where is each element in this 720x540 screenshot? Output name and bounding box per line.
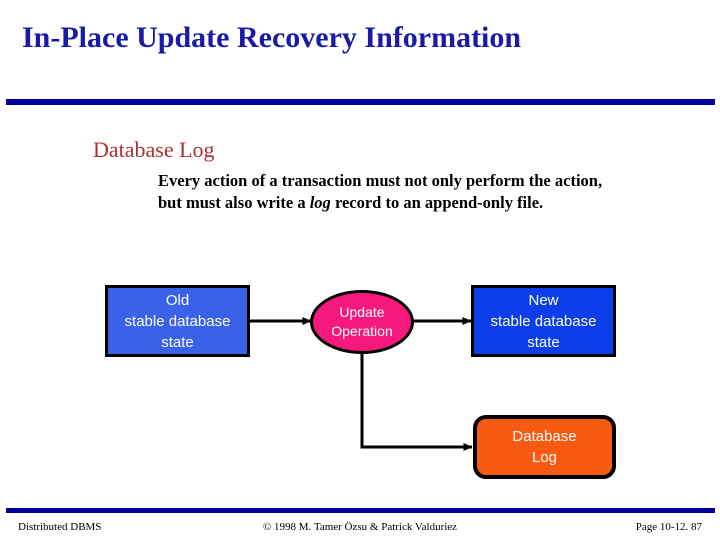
body-text-part-2: record to an append-only file.	[330, 193, 544, 212]
footer-page-number: Page 10-12. 87	[635, 521, 702, 533]
connector-update-to-log	[360, 353, 473, 451]
node-new-stable-database-state[interactable]: New stable database state	[471, 285, 616, 357]
node-old-state-label: Old stable database state	[124, 291, 231, 351]
footer-copyright: © 1998 M. Tamer Özsu & Patrick Valduriez	[262, 521, 458, 533]
node-old-stable-database-state[interactable]: Old stable database state	[105, 285, 250, 357]
node-database-log[interactable]: Database Log	[473, 415, 616, 479]
title-divider	[6, 99, 715, 105]
body-text-part-1: Every action of a transaction must not o…	[158, 171, 603, 212]
body-paragraph: Every action of a transaction must not o…	[158, 170, 628, 214]
page-title: In-Place Update Recovery Information	[22, 21, 522, 54]
body-text-emphasis: log	[309, 193, 331, 212]
slide-footer: Distributed DBMS © 1998 M. Tamer Özsu & …	[0, 520, 720, 538]
footer-divider	[6, 508, 715, 513]
section-heading: Database Log	[93, 137, 215, 162]
node-new-state-label: New stable database state	[490, 291, 597, 351]
footer-course-label: Distributed DBMS	[18, 521, 102, 533]
node-update-operation[interactable]: Update Operation	[310, 290, 414, 354]
node-database-log-label: Database Log	[512, 428, 577, 466]
node-update-operation-label: Update Operation	[331, 304, 393, 339]
